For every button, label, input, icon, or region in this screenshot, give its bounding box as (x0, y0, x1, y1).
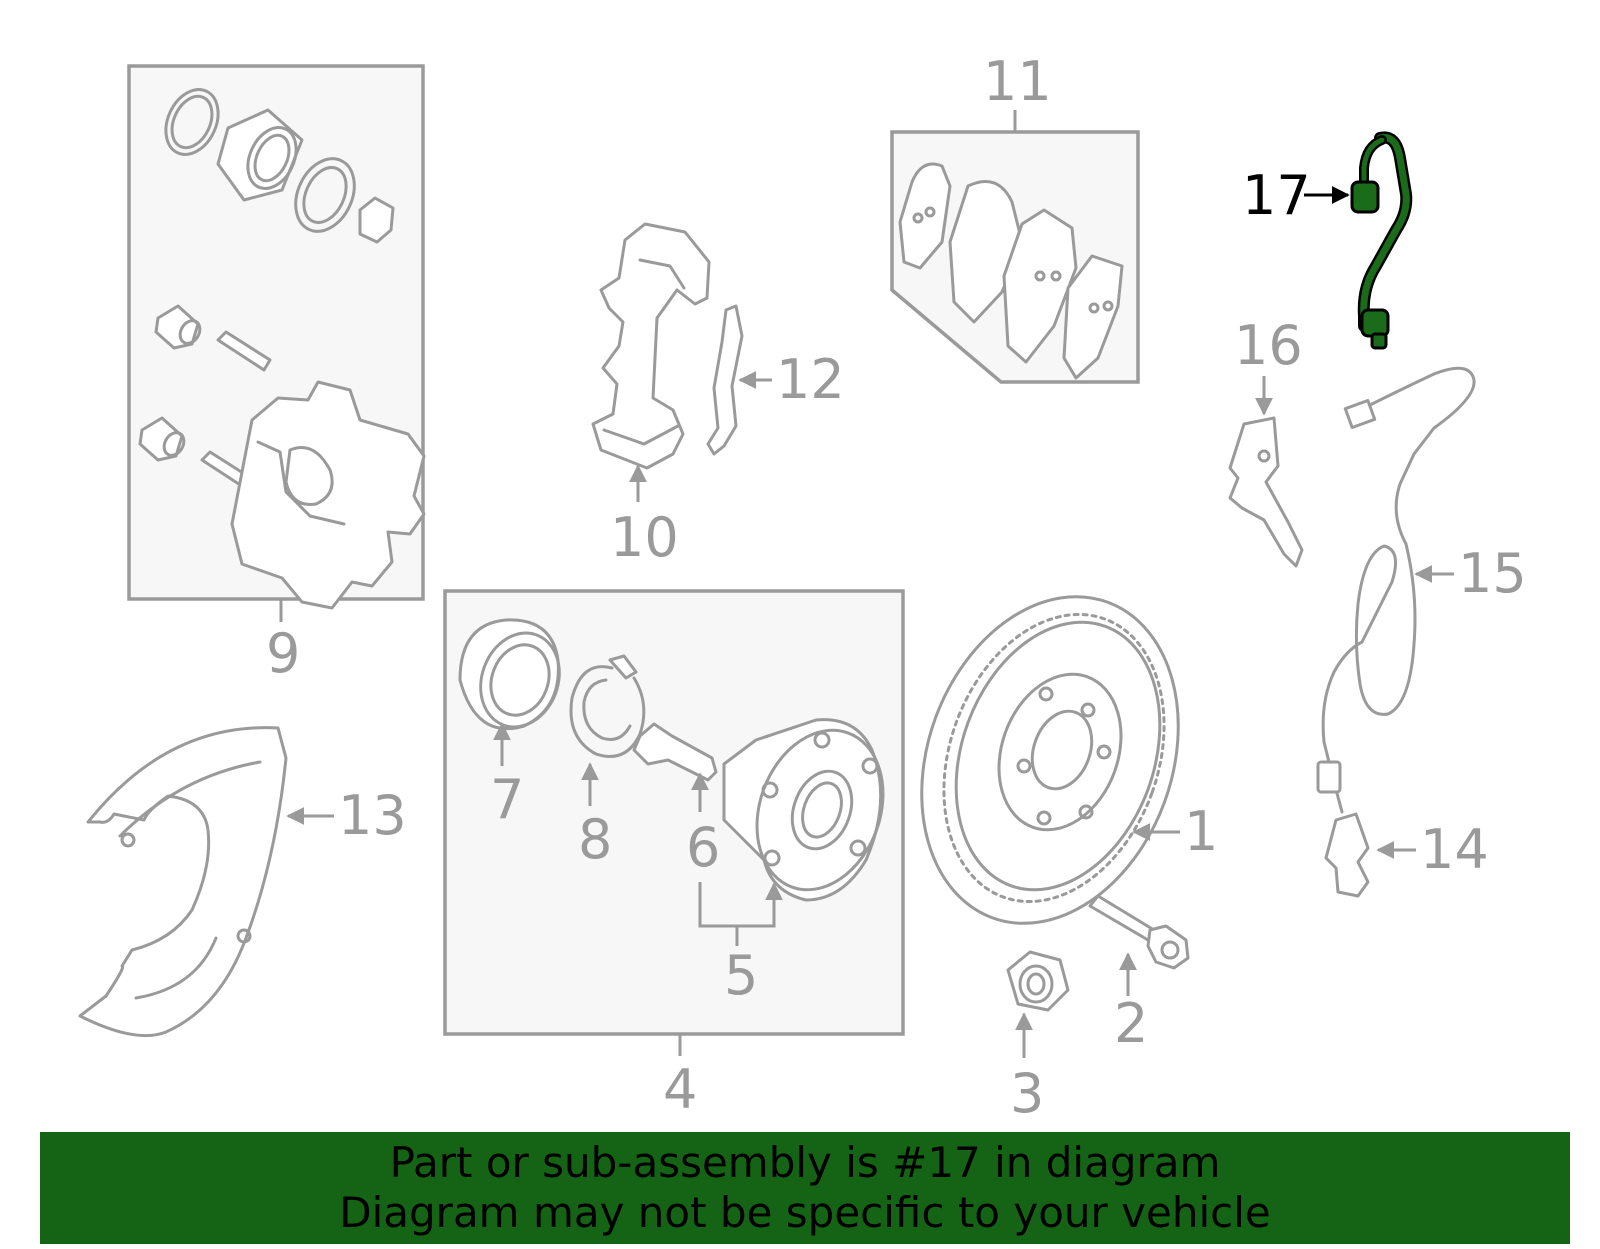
caliper-bolt[interactable] (1088, 894, 1190, 970)
brake-hose-highlighted[interactable] (1350, 131, 1413, 350)
callout-10: 10 (610, 506, 679, 569)
callout-1: 1 (1184, 800, 1218, 863)
splash-shield[interactable] (78, 726, 288, 1038)
banner-line-2: Diagram may not be specific to your vehi… (339, 1188, 1271, 1237)
callout-3: 3 (1010, 1062, 1044, 1125)
callout-6: 6 (686, 816, 720, 879)
hub-nut[interactable] (1006, 950, 1070, 1012)
callout-7: 7 (490, 768, 524, 831)
hub-assembly-box[interactable] (443, 589, 905, 1036)
callout-8: 8 (578, 808, 612, 871)
callout-4: 4 (663, 1058, 697, 1121)
callout-2: 2 (1114, 992, 1148, 1055)
brake-pad-kit-box[interactable] (890, 130, 1140, 384)
anti-rattle-spring[interactable] (706, 304, 744, 456)
callout-15: 15 (1458, 542, 1527, 605)
caliper-kit-box[interactable] (127, 64, 426, 610)
callout-9: 9 (266, 622, 300, 685)
callout-13: 13 (338, 784, 407, 847)
callout-16: 16 (1234, 314, 1303, 377)
callout-17: 17 (1242, 164, 1311, 227)
info-banner: Part or sub-assembly is #17 in diagram D… (40, 1132, 1570, 1244)
sensor-bracket[interactable] (1228, 416, 1304, 568)
caliper-bracket[interactable] (591, 222, 711, 470)
callout-11: 11 (983, 50, 1052, 113)
brake-rotor[interactable] (878, 560, 1222, 959)
callout-5: 5 (724, 944, 758, 1007)
banner-line-1: Part or sub-assembly is #17 in diagram (389, 1138, 1221, 1187)
callout-14: 14 (1420, 818, 1489, 881)
wheel-speed-sensor[interactable] (1324, 812, 1370, 898)
callout-12: 12 (776, 348, 845, 411)
abs-sensor-harness[interactable] (1316, 366, 1476, 814)
